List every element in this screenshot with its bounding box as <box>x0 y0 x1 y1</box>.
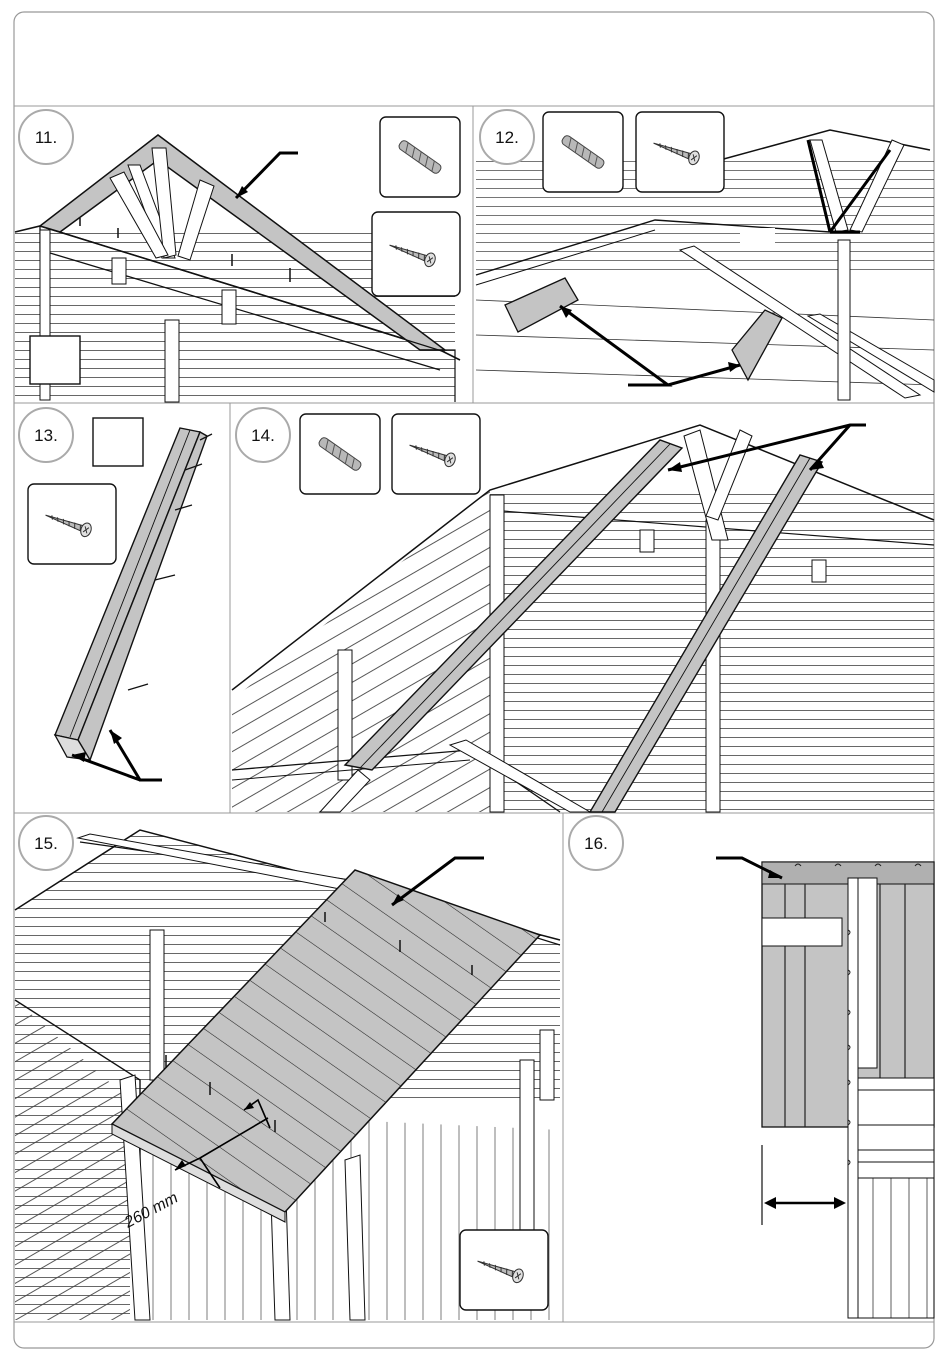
step-12-dowel-box <box>543 112 623 192</box>
step-16-number: 16. <box>584 834 608 853</box>
step-11-blank-label <box>30 336 80 384</box>
step-13-blank-label <box>93 418 143 466</box>
step-12-screw-box <box>636 112 724 192</box>
step-11-number: 11. <box>35 128 57 147</box>
step-13-number: 13. <box>34 426 58 445</box>
step-15-badge: 15. <box>19 816 73 870</box>
step-12-badge: 12. <box>480 110 534 164</box>
step-12-number: 12. <box>495 128 519 147</box>
step-11-badge: 11. <box>19 110 73 164</box>
step-15-number: 15. <box>34 834 58 853</box>
step-16-panel <box>716 858 934 1318</box>
step-15-screw-box <box>460 1230 548 1310</box>
step-14-dowel-box <box>300 414 380 494</box>
step-13-panel <box>55 418 212 780</box>
step-13-badge: 13. <box>19 408 73 462</box>
step-14-number: 14. <box>251 426 275 445</box>
step-11-dowel-box <box>380 117 460 197</box>
step-13-screw-box <box>28 484 116 564</box>
step-14-badge: 14. <box>236 408 290 462</box>
step-16-badge: 16. <box>569 816 623 870</box>
step-14-screw-box <box>392 414 480 494</box>
step-11-screw-box <box>372 212 460 296</box>
